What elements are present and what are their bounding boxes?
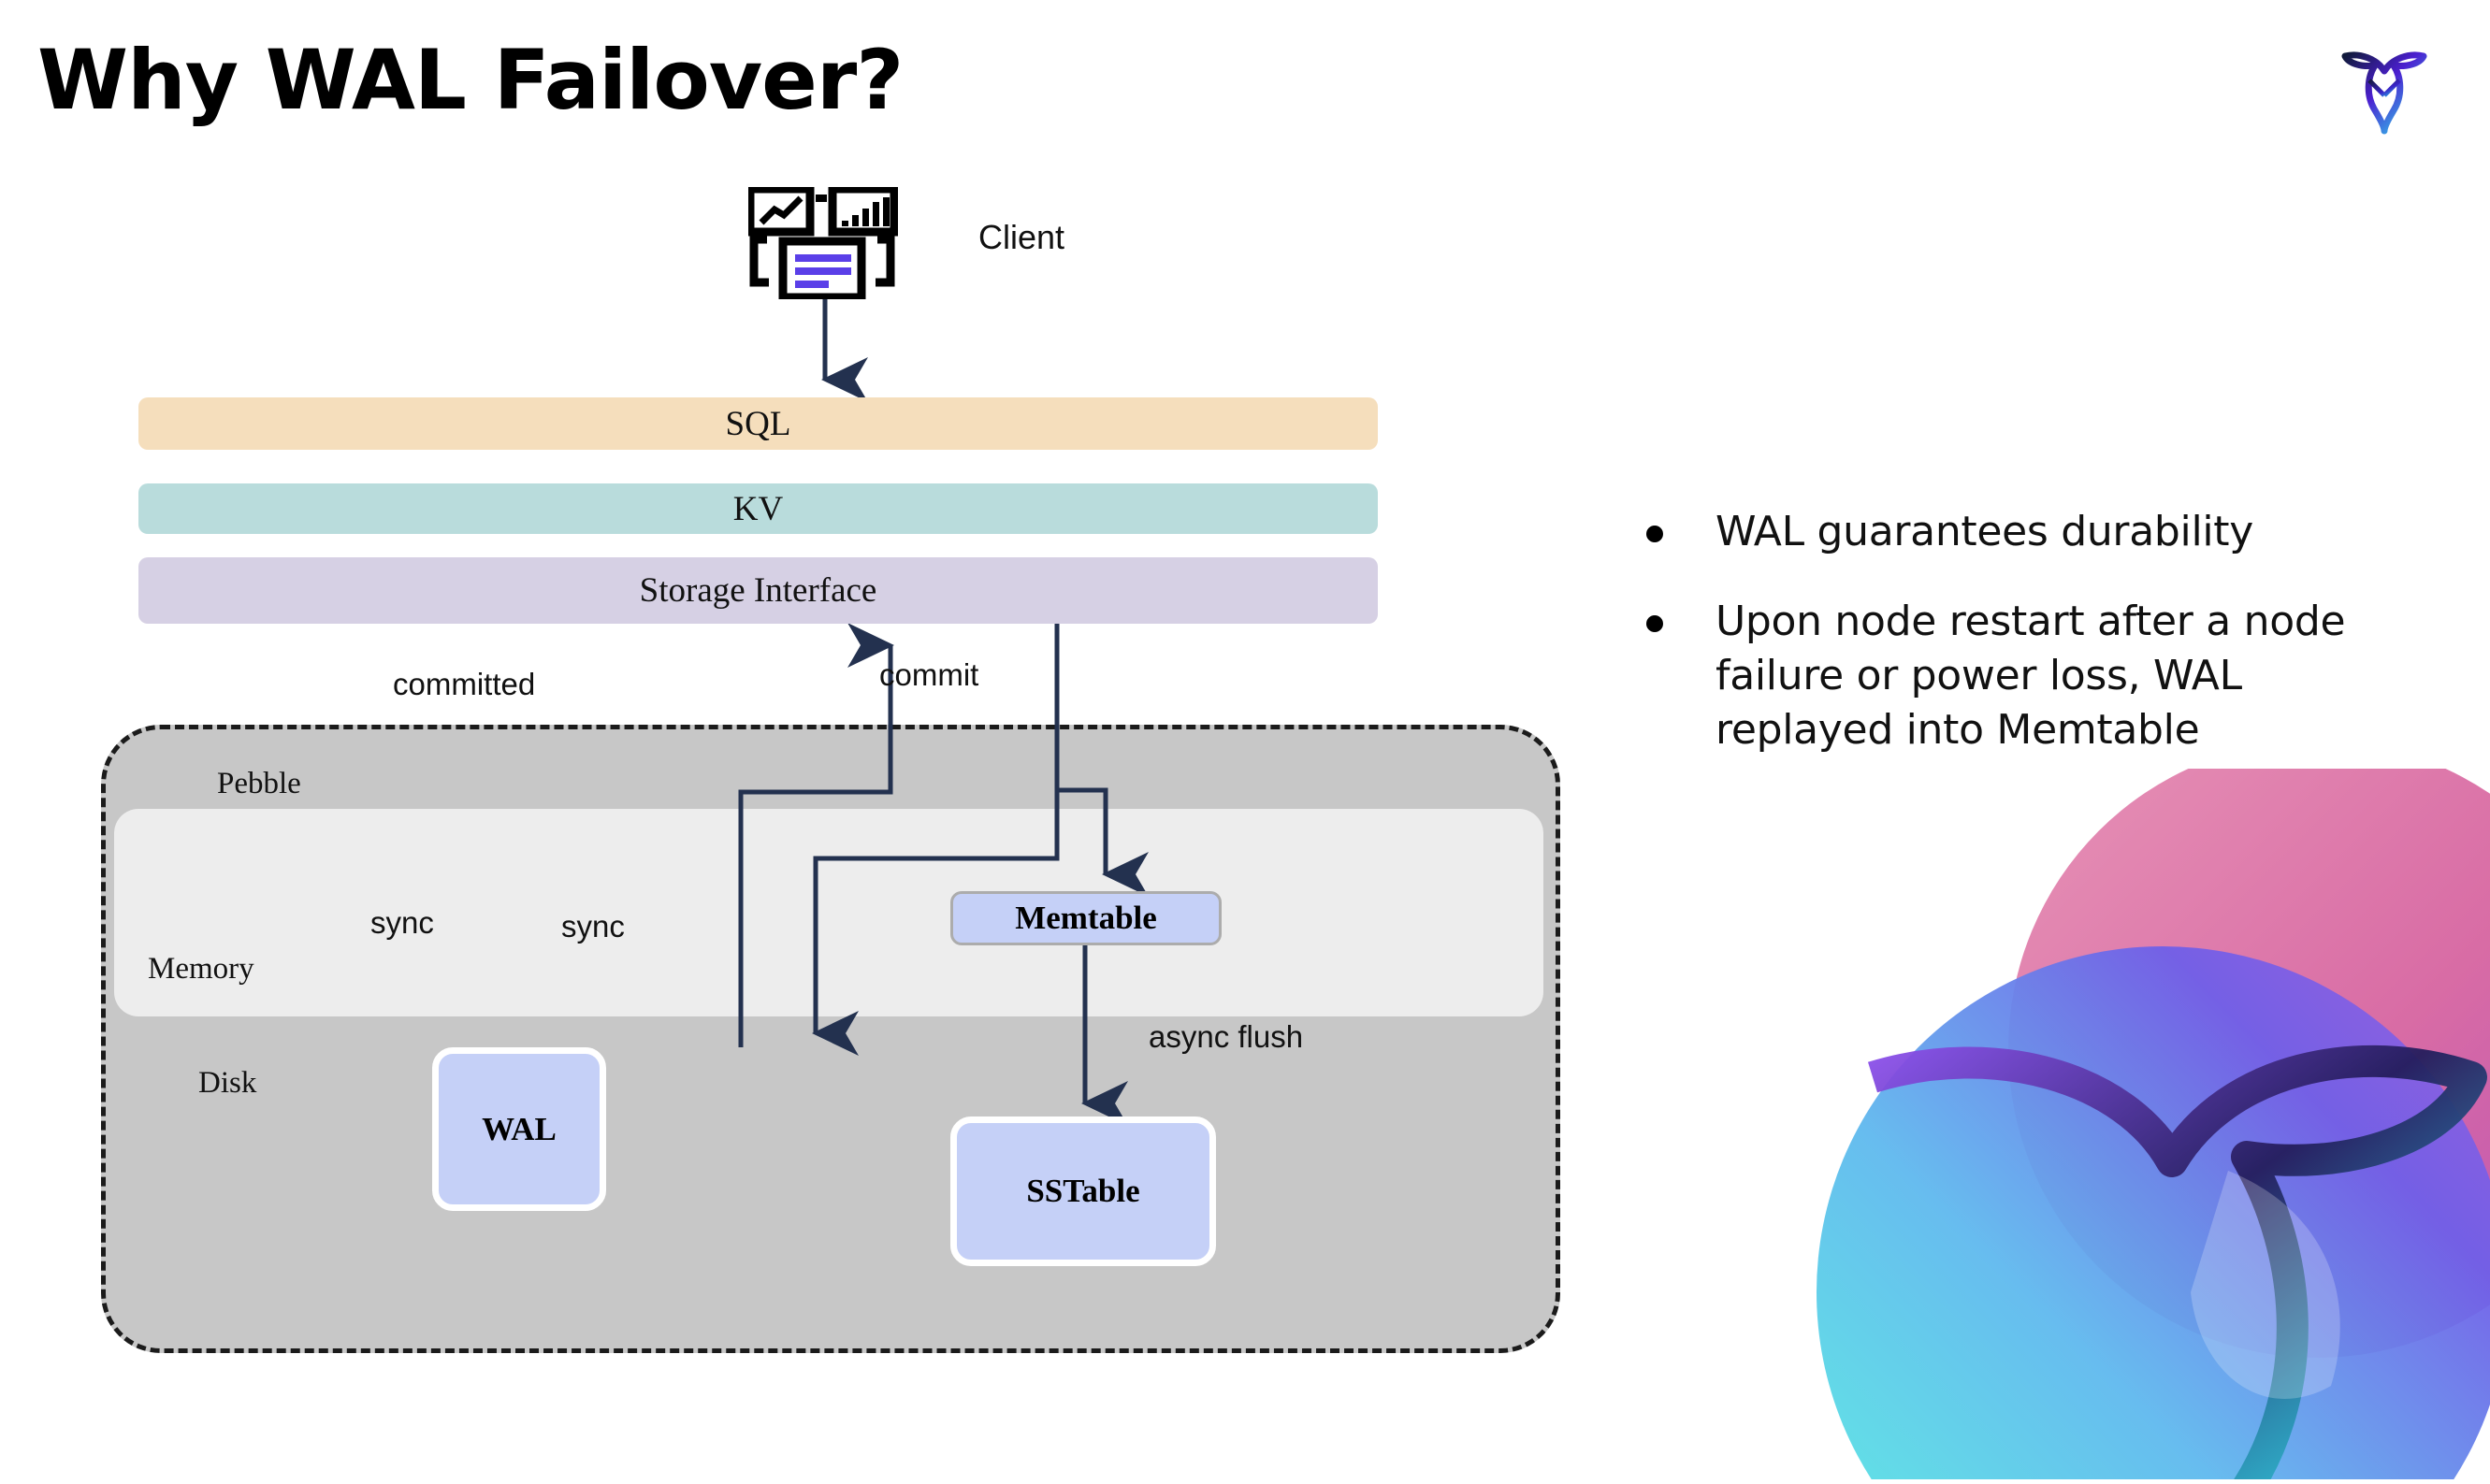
pebble-label: Pebble xyxy=(217,767,301,800)
bullet-dot-icon xyxy=(1646,615,1663,633)
bullet-list: WAL guarantees durability Upon node rest… xyxy=(1646,505,2432,793)
bullet-text: WAL guarantees durability xyxy=(1715,508,2253,555)
diagram-connectors xyxy=(738,299,1150,1127)
layer-storage-interface[interactable]: Storage Interface xyxy=(138,557,1378,624)
client-label: Client xyxy=(978,218,1065,256)
memory-region xyxy=(114,809,1543,1016)
bullet-dot-icon xyxy=(1646,526,1663,542)
edge-label-committed: committed xyxy=(393,667,536,701)
node-memtable[interactable]: Memtable xyxy=(950,891,1222,945)
edge-label-async-flush: async flush xyxy=(1149,1019,1304,1054)
node-sstable[interactable]: SSTable xyxy=(950,1117,1216,1266)
memory-label: Memory xyxy=(148,952,254,986)
cockroachdb-logo-icon xyxy=(2328,34,2440,138)
edge-label-sync-a: sync xyxy=(370,905,434,940)
wal-architecture-diagram: Client Pebble Memory Disk SQL xyxy=(101,187,1560,1353)
list-item: Upon node restart after a node failure o… xyxy=(1646,595,2432,757)
layer-sql[interactable]: SQL xyxy=(138,397,1378,450)
cockroachdb-gradient-decoration xyxy=(1760,769,2490,1479)
client-dashboard-icon xyxy=(748,187,898,299)
list-item: WAL guarantees durability xyxy=(1646,505,2432,559)
disk-label: Disk xyxy=(198,1066,257,1100)
page-title: Why WAL Failover? xyxy=(37,32,904,128)
node-wal[interactable]: WAL xyxy=(432,1047,606,1211)
layer-kv[interactable]: KV xyxy=(138,483,1378,534)
edge-label-commit: commit xyxy=(879,657,979,692)
edge-label-sync-b: sync xyxy=(561,909,625,944)
bullet-text: Upon node restart after a node failure o… xyxy=(1715,598,2346,755)
